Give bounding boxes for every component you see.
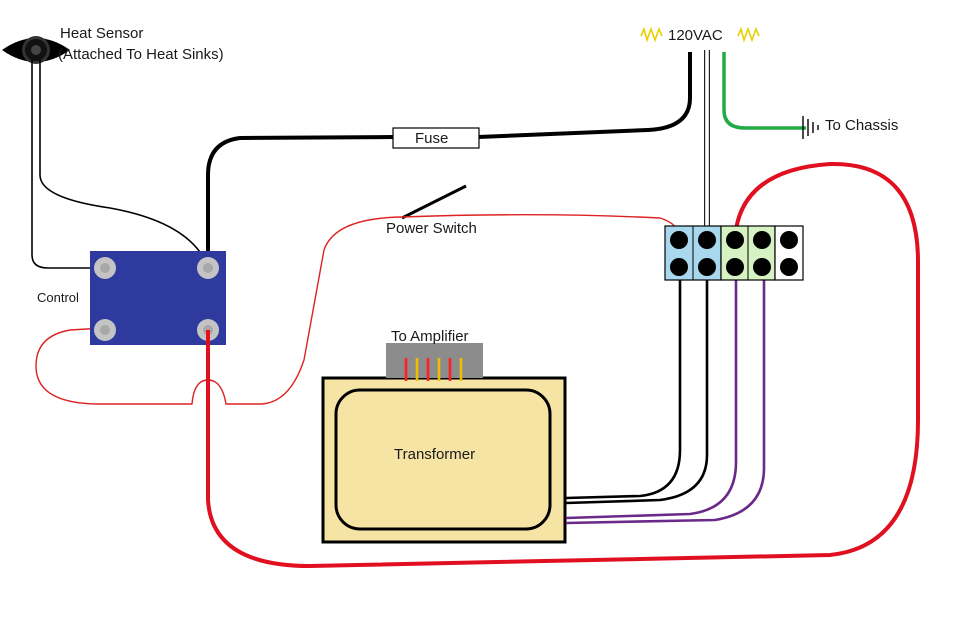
ground-symbol-icon xyxy=(802,116,819,139)
power-switch-label: Power Switch xyxy=(386,220,477,237)
supply-zigzag-left-icon xyxy=(640,26,663,43)
sensor-wire-b xyxy=(39,60,208,265)
amplifier-leads xyxy=(404,358,463,381)
control-label: Control xyxy=(37,290,79,305)
primary-wire-purple-1 xyxy=(565,270,738,520)
control-terminal xyxy=(94,319,116,341)
ground-wire xyxy=(722,52,806,130)
sensor-wire-a xyxy=(31,60,104,269)
fuse-label: Fuse xyxy=(415,130,448,147)
power-switch-lever xyxy=(401,184,467,220)
primary-wire-black-1 xyxy=(565,270,682,500)
terminal-screw xyxy=(670,231,798,276)
amplifier-label: To Amplifier xyxy=(391,328,469,345)
fuse-to-control-wire xyxy=(206,135,395,268)
red-loop-wire xyxy=(206,161,920,569)
supply-zigzag-right-icon xyxy=(737,26,760,43)
primary-wire-black-2 xyxy=(565,270,709,505)
amplifier-connector xyxy=(386,343,483,378)
heat-sensor-label: Heat Sensor xyxy=(60,25,143,42)
primary-wire-purple-2 xyxy=(565,270,766,525)
control-terminal xyxy=(94,257,116,279)
supply-label: 120VAC xyxy=(668,27,723,44)
heat-sensor-icon xyxy=(2,36,70,64)
control-terminal xyxy=(197,257,219,279)
chassis-label: To Chassis xyxy=(825,117,898,134)
transformer xyxy=(321,376,567,544)
fuse xyxy=(392,127,480,149)
transformer-label: Transformer xyxy=(394,446,475,463)
heat-sensor-note: (Attached To Heat Sinks) xyxy=(58,46,224,63)
hot-wire xyxy=(477,52,692,139)
